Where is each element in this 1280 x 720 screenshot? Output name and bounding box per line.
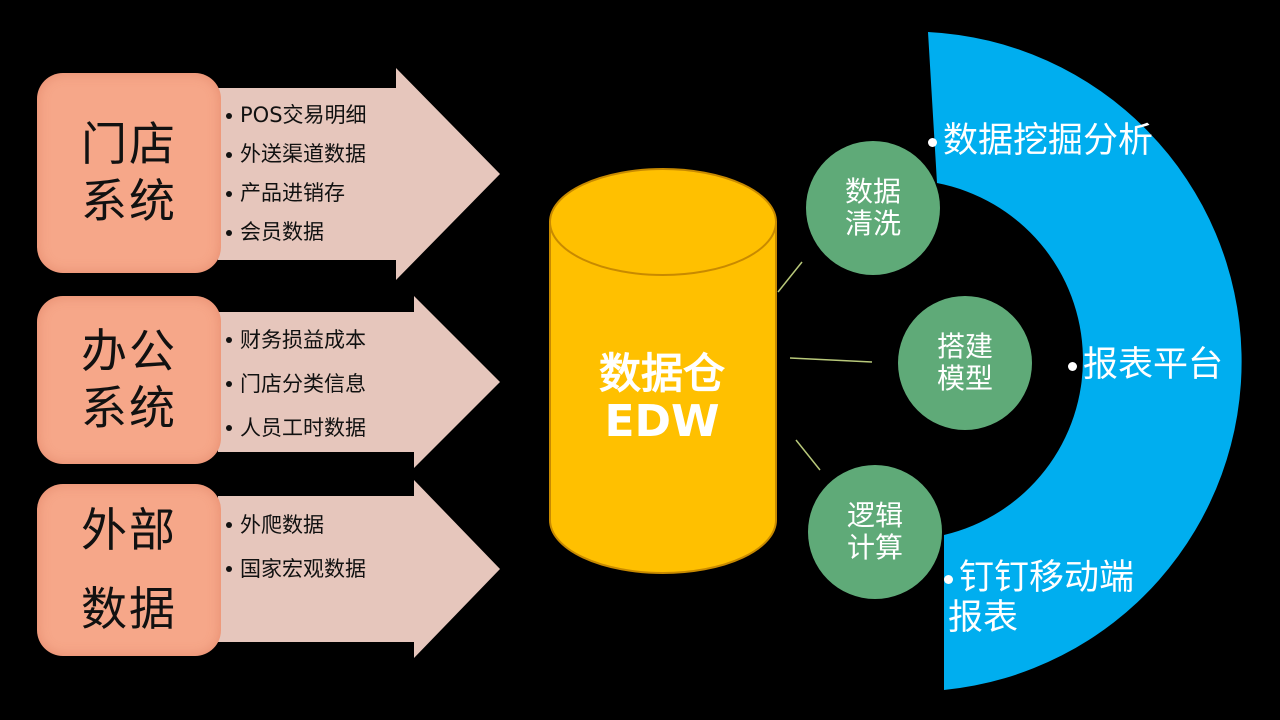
source-box-store: 门店 系统 bbox=[37, 73, 221, 273]
output-mining-analysis: 数据挖掘分析 bbox=[928, 112, 1153, 163]
process-label-line: 逻辑 bbox=[846, 498, 903, 532]
source-list-office: 财务损益成本 门店分类信息 人员工时数据 bbox=[226, 318, 366, 450]
process-circle-clean: 数据 清洗 bbox=[806, 141, 940, 275]
source-arrow-external bbox=[218, 480, 500, 658]
source-arrow-store bbox=[218, 68, 500, 280]
list-item: POS交易明细 bbox=[226, 96, 367, 135]
process-circle-calc: 逻辑 计算 bbox=[808, 465, 942, 599]
source-box-office: 办公 系统 bbox=[37, 296, 221, 464]
list-item: 财务损益成本 bbox=[226, 318, 366, 362]
list-item: 产品进销存 bbox=[226, 174, 367, 213]
output-dingtalk-mobile: 钉钉移动端 报表 bbox=[944, 558, 1134, 638]
list-item: 会员数据 bbox=[226, 213, 367, 252]
source-title-line: 数据 bbox=[81, 582, 177, 636]
process-label-line: 模型 bbox=[936, 362, 993, 395]
source-title-line: 办公 bbox=[81, 323, 177, 378]
bullet-icon bbox=[1068, 361, 1077, 371]
warehouse-cylinder-icon bbox=[549, 168, 777, 574]
warehouse-label-en: EDW bbox=[604, 396, 720, 447]
list-item: 外爬数据 bbox=[226, 503, 366, 547]
list-item: 人员工时数据 bbox=[226, 406, 366, 450]
source-title-line: 外部 bbox=[81, 502, 177, 557]
source-list-store: POS交易明细 外送渠道数据 产品进销存 会员数据 bbox=[226, 96, 367, 252]
source-arrow-office bbox=[218, 296, 500, 468]
warehouse-label-cn: 数据仓 bbox=[598, 349, 725, 398]
process-label-line: 搭建 bbox=[936, 329, 993, 363]
bullet-icon bbox=[928, 137, 937, 147]
process-circle-model: 搭建 模型 bbox=[898, 296, 1032, 430]
bullet-icon bbox=[944, 574, 953, 584]
list-item: 外送渠道数据 bbox=[226, 135, 367, 174]
process-label-line: 计算 bbox=[846, 531, 903, 564]
output-report-platform: 报表平台 bbox=[1068, 336, 1223, 387]
connector-line-clean bbox=[777, 261, 803, 293]
source-title-line: 系统 bbox=[81, 381, 177, 435]
list-item: 国家宏观数据 bbox=[226, 547, 366, 591]
process-label-line: 数据 bbox=[844, 174, 901, 208]
connector-line-model bbox=[789, 357, 873, 363]
connector-line-calc bbox=[795, 439, 821, 471]
source-title-line: 门店 bbox=[81, 116, 177, 171]
process-label-line: 清洗 bbox=[844, 207, 901, 240]
source-title-line: 系统 bbox=[81, 174, 177, 228]
list-item: 门店分类信息 bbox=[226, 362, 366, 406]
source-list-external: 外爬数据 国家宏观数据 bbox=[226, 503, 366, 591]
source-box-external: 外部 数据 bbox=[37, 484, 221, 656]
